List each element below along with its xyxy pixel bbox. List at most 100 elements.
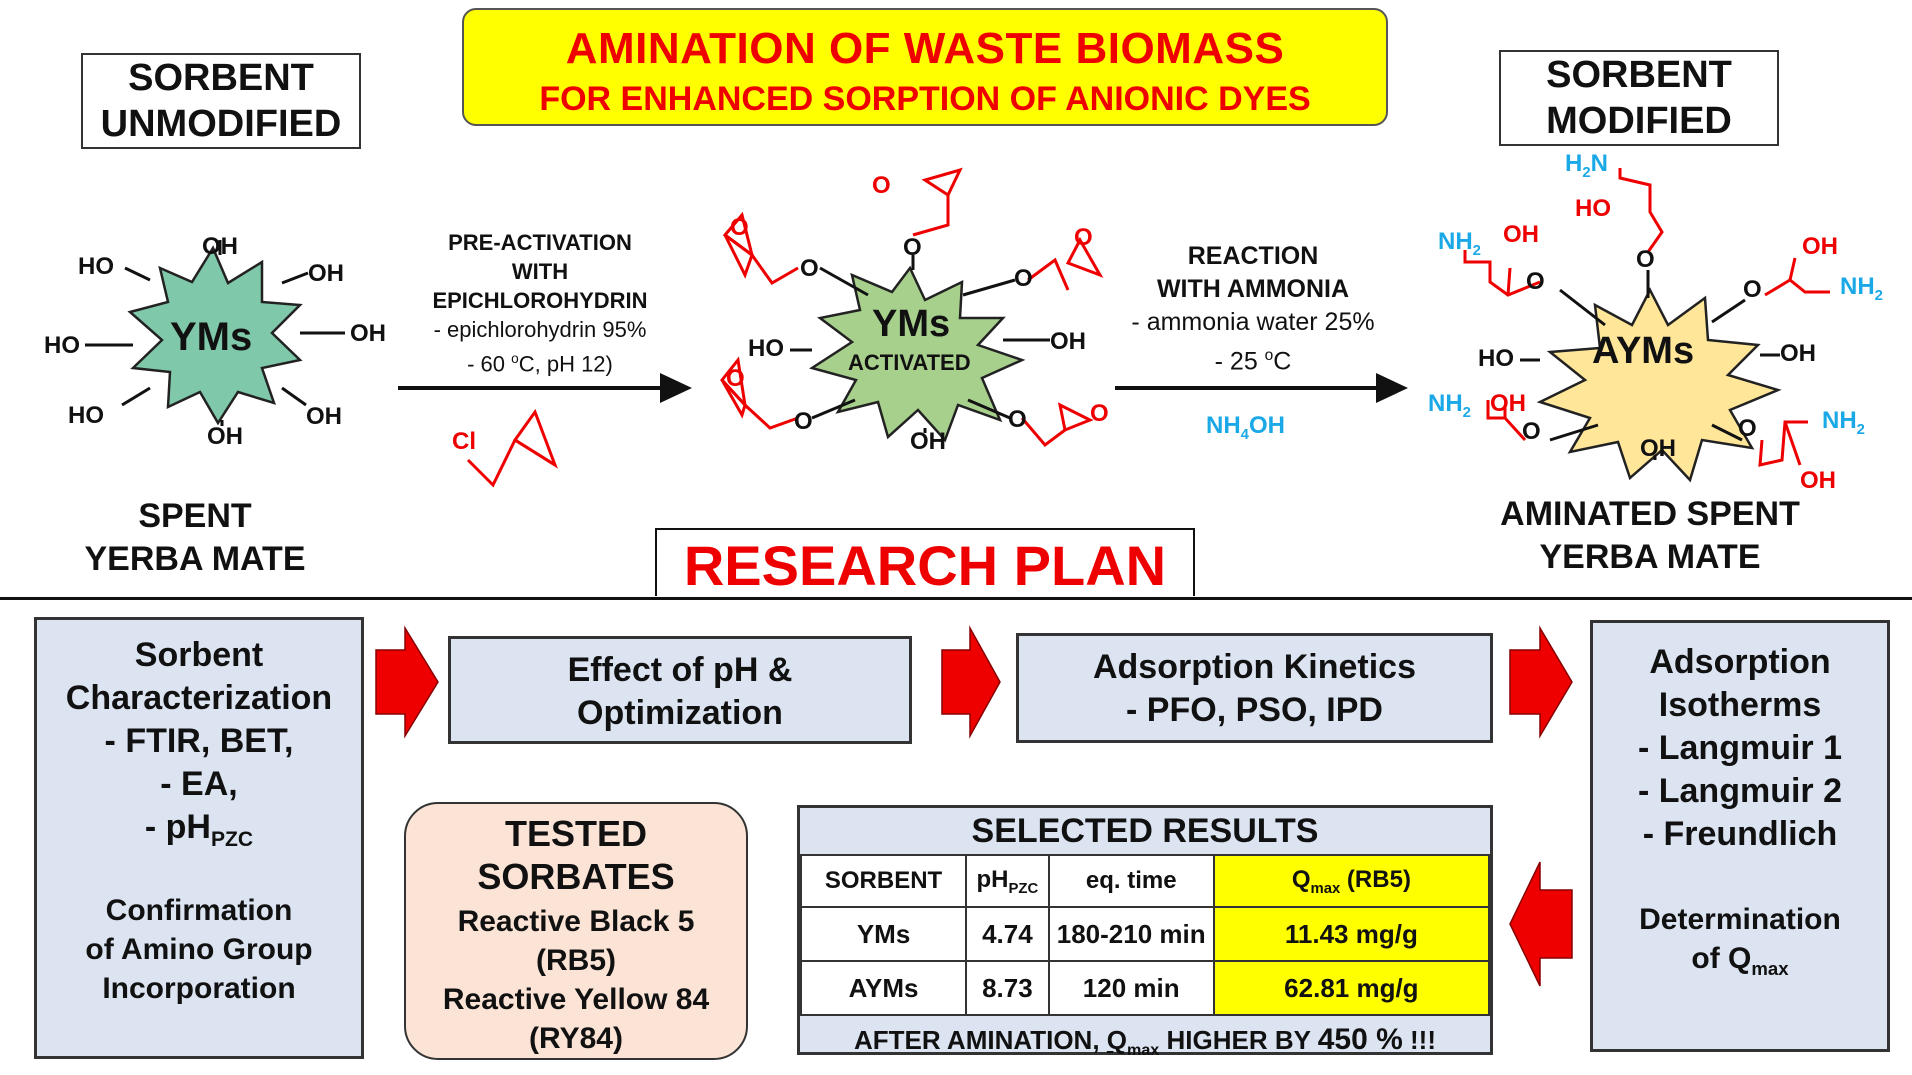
footer-q: Qmax	[1107, 1025, 1159, 1059]
header-ph-sub: PZC	[1008, 880, 1039, 897]
arrow-step2-head	[1376, 373, 1408, 403]
header-ph: pHPZC	[965, 854, 1050, 908]
char-line7: of Amino Group	[85, 932, 313, 966]
activated-name: YMs	[872, 303, 951, 345]
epichlorohydrin-structure	[466, 408, 558, 488]
aym-nh2-lower-left: NH2	[1428, 390, 1471, 421]
header-qmax: Qmax (RB5)	[1212, 854, 1491, 908]
sorbate-rb5-name: Reactive Black 5	[457, 905, 695, 938]
activated-group-bottom: OH	[910, 428, 946, 455]
aym-oh-upper-left: OH	[1503, 221, 1539, 248]
char-line4: - EA,	[160, 765, 238, 803]
step2-line3: - ammonia water 25%	[1131, 308, 1375, 336]
header-q-a: Q	[1291, 865, 1311, 893]
ym-group-lower-left: HO	[68, 402, 104, 429]
aym-nh2-ul-sub: 2	[1472, 242, 1481, 259]
step2-line4-c: C	[1273, 347, 1292, 376]
aym-group-left: HO	[1478, 345, 1514, 372]
aym-nh2-ll-sub: 2	[1462, 404, 1471, 421]
table-row: YMs 4.74 180-210 min 11.43 mg/g	[799, 906, 1491, 962]
aym-caption-line1: AMINATED SPENT	[1500, 495, 1800, 533]
step1-line5-a: - 60	[467, 351, 512, 377]
char-line5-a: - pH	[144, 808, 211, 846]
label-unmodified-line1: SORBENT	[128, 57, 314, 99]
section-divider	[0, 597, 1912, 600]
row-aym-ph: 8.73	[965, 960, 1050, 1016]
results-header-row: SORBENT pHPZC eq. time Qmax (RB5)	[799, 854, 1491, 908]
epichlorohydrin-cl: Cl	[452, 428, 476, 455]
aym-h2n-h: H	[1565, 150, 1583, 177]
research-plan-heading: RESEARCH PLAN	[655, 528, 1195, 597]
row-ym-ph: 4.74	[965, 906, 1050, 962]
activated-o-top: O	[903, 234, 922, 261]
kinetics-line1: Adsorption Kinetics	[1092, 648, 1417, 686]
aym-starburst	[1536, 287, 1782, 483]
aym-o-lower-right: O	[1738, 415, 1757, 442]
title-banner: AMINATION OF WASTE BIOMASS FOR ENHANCED …	[462, 8, 1388, 126]
label-unmodified-line2: UNMODIFIED	[100, 103, 342, 145]
header-q-c: (RB5)	[1340, 865, 1411, 893]
aym-nh2-ur-nh: NH	[1840, 273, 1875, 300]
ym-starburst	[127, 245, 303, 426]
ym-caption-line2: YERBA MATE	[84, 540, 306, 578]
selected-results-panel: SELECTED RESULTS SORBENT pHPZC eq. time …	[797, 805, 1493, 1059]
step1-text: PRE-ACTIVATION WITH EPICHLOROHYDRIN - ep…	[400, 228, 680, 378]
ym-group-lower-right: OH	[306, 403, 342, 430]
footer-a: AFTER AMINATION,	[854, 1025, 1107, 1055]
epoxide-o-5: O	[1090, 400, 1109, 427]
kinetics-line2: - PFO, PSO, IPD	[1126, 691, 1383, 729]
footer-d: HIGHER BY	[1159, 1025, 1318, 1055]
aym-nh2-ur-sub: 2	[1874, 287, 1883, 304]
aym-oh-lower-right: OH	[1800, 467, 1836, 494]
aym-nh2-lr-sub: 2	[1856, 421, 1865, 438]
activated-sublabel: ACTIVATED	[848, 350, 971, 375]
arrow-step1-head	[660, 373, 692, 403]
box-characterization: Sorbent Characterization - FTIR, BET, - …	[34, 617, 364, 1059]
results-table: SORBENT pHPZC eq. time Qmax (RB5) YMs 4.…	[799, 854, 1491, 1016]
epoxide-o-2: O	[730, 214, 749, 241]
aym-group-right: OH	[1780, 340, 1816, 367]
aym-h2n-top: H2N	[1565, 150, 1608, 181]
aym-o-upper-right: O	[1743, 276, 1762, 303]
results-footer: AFTER AMINATION, Qmax HIGHER BY 450 % !!…	[800, 1016, 1490, 1064]
aym-oh-lower-left: OH	[1490, 390, 1526, 417]
step1-line3: EPICHLOROHYDRIN	[432, 288, 648, 313]
step1-line5-deg: o	[511, 351, 519, 366]
ym-caption-line1: SPENT	[138, 497, 252, 535]
char-line8: Incorporation	[102, 971, 296, 1005]
char-line6: Confirmation	[105, 893, 293, 927]
label-modified-line2: MODIFIED	[1546, 100, 1732, 142]
iso-line7-a: of Q	[1691, 942, 1752, 975]
ph-line2: Optimization	[577, 694, 783, 732]
epoxide-o-3: O	[1074, 224, 1093, 251]
footer-percent: 450 %	[1317, 1023, 1403, 1056]
sorbates-title2: SORBATES	[477, 856, 675, 897]
row-aym-qmax: 62.81 mg/g	[1212, 960, 1491, 1016]
aym-structure	[1463, 168, 1830, 483]
flow-arrow-4	[1509, 861, 1573, 987]
ym-group-bottom: OH	[207, 423, 243, 450]
aym-caption: AMINATED SPENT YERBA MATE	[1470, 493, 1830, 579]
aym-nh2-lower-right: NH2	[1822, 407, 1865, 438]
box-tested-sorbates: TESTED SORBATES Reactive Black 5 (RB5) R…	[404, 802, 748, 1060]
step2-line2: WITH AMMONIA	[1156, 275, 1350, 303]
aym-nh2-ul-nh: NH	[1438, 228, 1473, 255]
flow-arrow-2	[941, 625, 1001, 739]
activated-o-lower-right: O	[1008, 406, 1027, 433]
char-line5-sub: PZC	[210, 827, 254, 851]
footer-exclaim: !!!	[1402, 1025, 1436, 1055]
step2-line4: - 25 oC	[1118, 339, 1388, 378]
aym-o-upper-left: O	[1526, 268, 1545, 295]
ammonia-sub: 4	[1240, 426, 1249, 443]
label-unmodified: SORBENT UNMODIFIED	[81, 53, 361, 149]
aym-h2n-n: N	[1590, 150, 1608, 177]
char-line1: Sorbent	[134, 636, 264, 674]
aym-nh2-lr-nh: NH	[1822, 407, 1857, 434]
ym-caption: SPENT YERBA MATE	[60, 495, 330, 581]
ammonia-oh: OH	[1248, 412, 1285, 439]
aym-caption-line2: YERBA MATE	[1539, 538, 1761, 576]
ym-name: YMs	[170, 315, 253, 359]
row-ym-time: 180-210 min	[1047, 906, 1215, 962]
label-modified-line1: SORBENT	[1546, 54, 1732, 96]
activated-o-upper-right: O	[1014, 265, 1033, 292]
